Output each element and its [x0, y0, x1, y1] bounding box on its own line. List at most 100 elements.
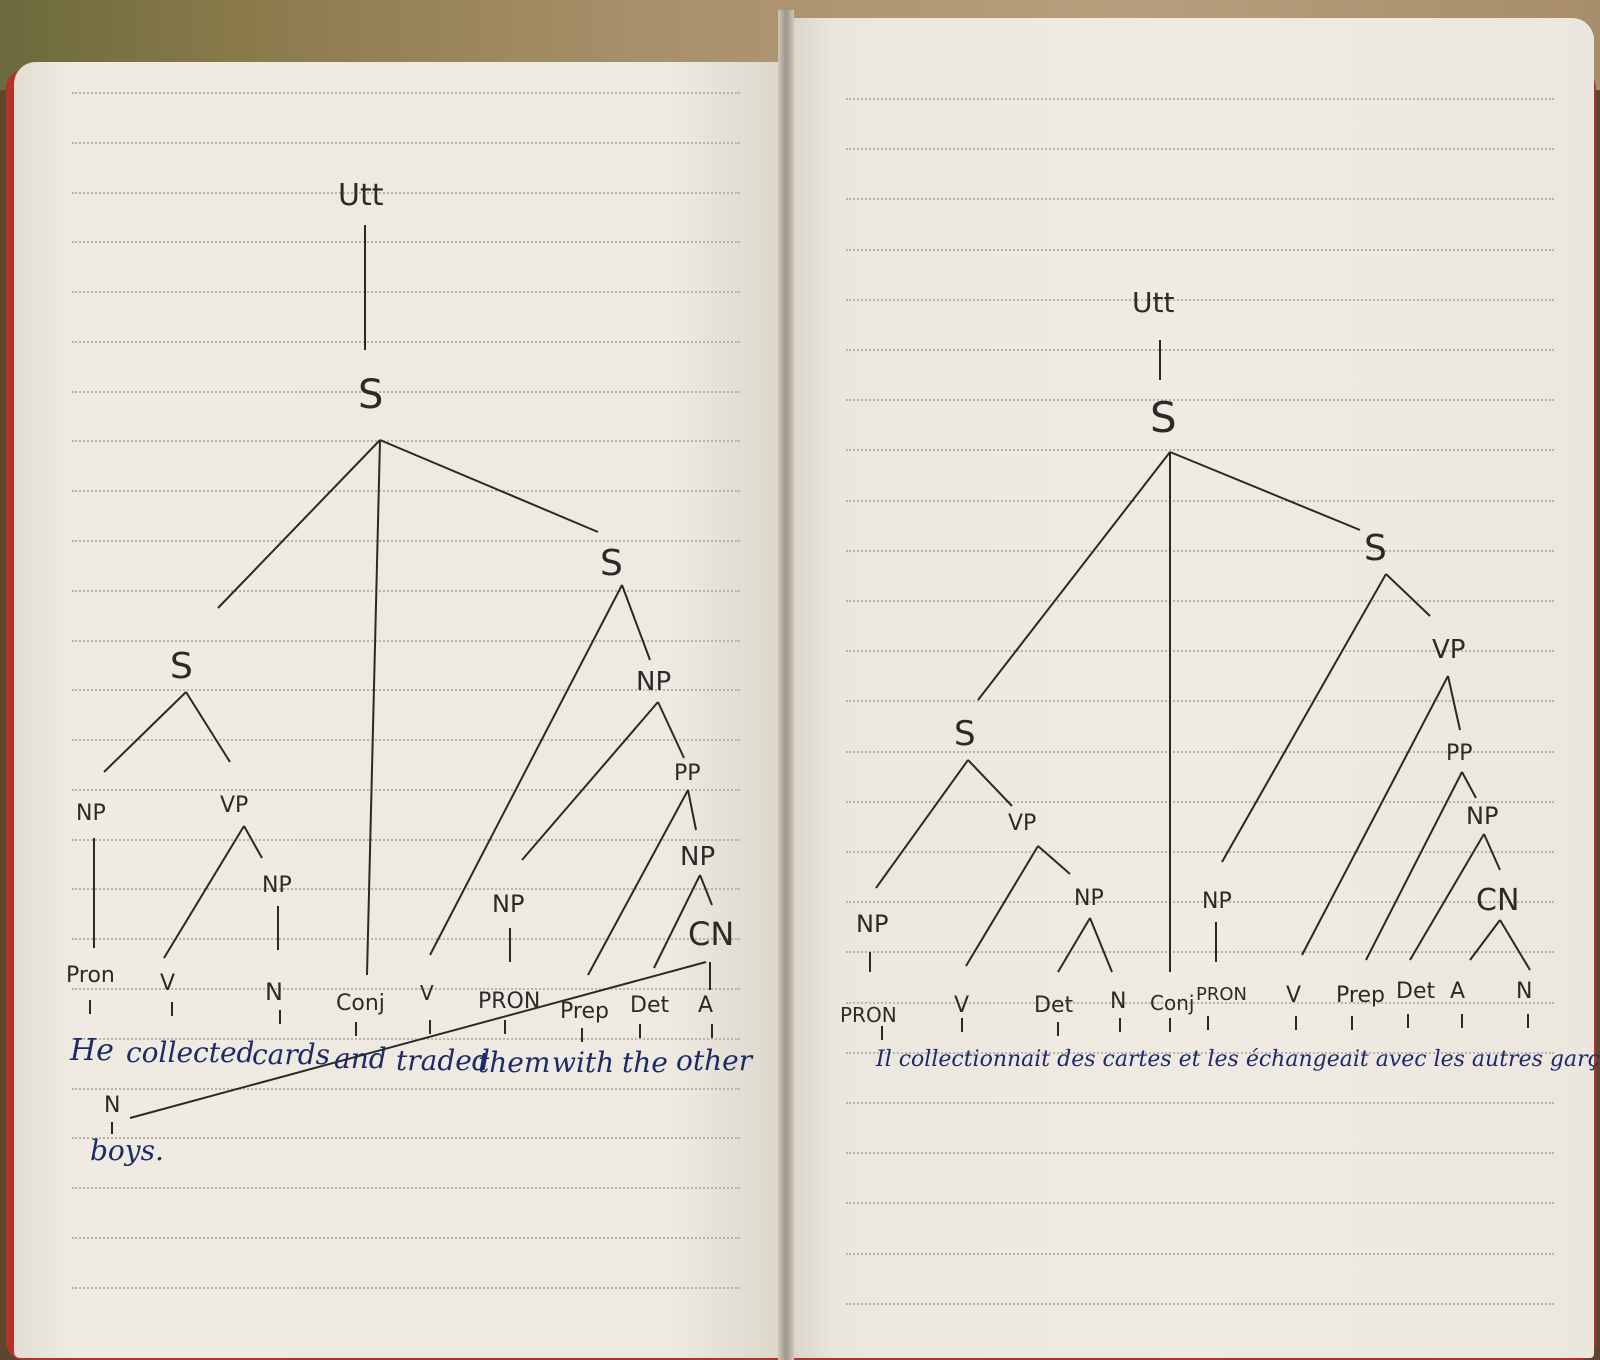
- ruled-line: [72, 440, 740, 442]
- ruled-line: [846, 349, 1554, 351]
- left-syntax-tree: Utt S S NP VP NP S NP PP NP CN NP: [66, 178, 754, 1167]
- right-s-right-label: S: [1364, 528, 1387, 569]
- left-word-cards: cards: [252, 1038, 330, 1071]
- right-s-left-label: S: [954, 714, 976, 754]
- right-cn-label: CN: [1476, 883, 1519, 918]
- notebook-spine: [778, 10, 794, 1360]
- ruled-line: [72, 938, 740, 940]
- right-np-pron1-label: NP: [856, 910, 888, 938]
- ruled-line: [72, 92, 740, 94]
- ruled-line: [846, 851, 1554, 853]
- ruled-line: [72, 1038, 740, 1040]
- ruled-line: [846, 1102, 1554, 1104]
- right-np-det-label: NP: [1074, 886, 1104, 911]
- ruled-line: [846, 399, 1554, 401]
- right-page: [786, 18, 1594, 1358]
- ruled-line: [846, 1152, 1554, 1154]
- right-branch: [1221, 573, 1387, 863]
- right-pp-label: PP: [1446, 741, 1473, 766]
- ruled-line: [846, 1253, 1554, 1255]
- left-page: [14, 62, 786, 1358]
- right-branch: [1483, 833, 1501, 871]
- left-word-collected: collected: [126, 1036, 254, 1069]
- left-branch: [379, 439, 599, 533]
- right-pos-det2: Det: [1396, 979, 1435, 1004]
- right-pos-prep: Prep: [1336, 983, 1385, 1008]
- left-np-pron-label: NP: [492, 890, 524, 918]
- right-pos-v: V: [954, 993, 969, 1018]
- ruled-line: [72, 241, 740, 243]
- right-branch: [1169, 451, 1361, 531]
- left-word-and: and: [334, 1042, 387, 1075]
- ruled-line: [72, 1187, 740, 1189]
- ruled-line: [72, 640, 740, 642]
- ruled-line: [72, 391, 740, 393]
- right-branch: [1409, 833, 1485, 961]
- ruled-line: [846, 198, 1554, 200]
- right-pos-a: A: [1450, 979, 1465, 1004]
- left-branch: [163, 825, 245, 959]
- ruled-line: [846, 148, 1554, 150]
- left-branch: [621, 584, 651, 661]
- right-pos-conj: Conj: [1150, 991, 1194, 1015]
- right-branch: [1469, 919, 1501, 961]
- left-branch: [366, 439, 381, 976]
- right-utt-label: Utt: [1132, 286, 1174, 319]
- left-utt-label: Utt: [338, 178, 384, 213]
- ruled-line: [846, 801, 1554, 803]
- right-branch: [1301, 675, 1449, 956]
- right-branch: [1365, 771, 1463, 961]
- left-branch: [653, 874, 701, 969]
- left-np1-label: NP: [76, 801, 106, 826]
- right-branch: [1037, 845, 1071, 875]
- ruled-line: [72, 1287, 740, 1289]
- right-branch: [1057, 917, 1091, 973]
- ruled-line: [72, 1088, 740, 1090]
- left-pos-conj: Conj: [336, 991, 385, 1016]
- ruled-line: [72, 291, 740, 293]
- ruled-line: [72, 1137, 740, 1139]
- left-word-with: with: [552, 1046, 614, 1079]
- ruled-line: [72, 490, 740, 492]
- left-branch-cn-to-n: [129, 961, 707, 1119]
- left-word-other: other: [676, 1044, 754, 1077]
- left-pos-pron2: PRON: [478, 989, 540, 1014]
- left-pos-n: N: [265, 978, 283, 1006]
- ruled-line: [72, 1237, 740, 1239]
- left-branch: [699, 874, 713, 906]
- left-pos-n-boys: N: [104, 1093, 120, 1118]
- left-cn-label: CN: [688, 915, 734, 953]
- left-word-them: them: [478, 1046, 550, 1079]
- right-np-pp-label: NP: [1466, 802, 1498, 830]
- ruled-line: [846, 500, 1554, 502]
- left-word-boys: boys.: [90, 1134, 164, 1167]
- right-syntax-tree: Utt S S VP NP NP S VP PP NP CN NP: [840, 286, 1600, 1072]
- right-branch: [1447, 675, 1461, 731]
- left-branch: [521, 701, 659, 861]
- left-branch: [429, 584, 623, 956]
- ruled-line: [846, 1202, 1554, 1204]
- right-branch: [1385, 573, 1431, 617]
- ruled-line: [846, 249, 1554, 251]
- right-pos-v2: V: [1286, 983, 1301, 1008]
- ruled-line: [72, 888, 740, 890]
- ruled-line: [846, 1303, 1554, 1305]
- ruled-line: [846, 299, 1554, 301]
- right-np-pron2-label: NP: [1202, 889, 1232, 914]
- left-branch: [217, 439, 381, 609]
- right-pos-n: N: [1110, 989, 1126, 1014]
- ruled-line: [846, 449, 1554, 451]
- ruled-line: [72, 540, 740, 542]
- right-branch: [1499, 919, 1531, 971]
- left-tick-marks: [89, 1000, 713, 1042]
- ruled-line: [846, 751, 1554, 753]
- ruled-line: [846, 901, 1554, 903]
- ruled-line: [846, 700, 1554, 702]
- right-vp-top-label: VP: [1432, 635, 1465, 665]
- ruled-line: [846, 98, 1554, 100]
- ruled-line: [72, 341, 740, 343]
- right-pos-pron: PRON: [840, 1003, 897, 1027]
- left-branch: [103, 691, 187, 773]
- left-s-main-label: S: [358, 372, 383, 418]
